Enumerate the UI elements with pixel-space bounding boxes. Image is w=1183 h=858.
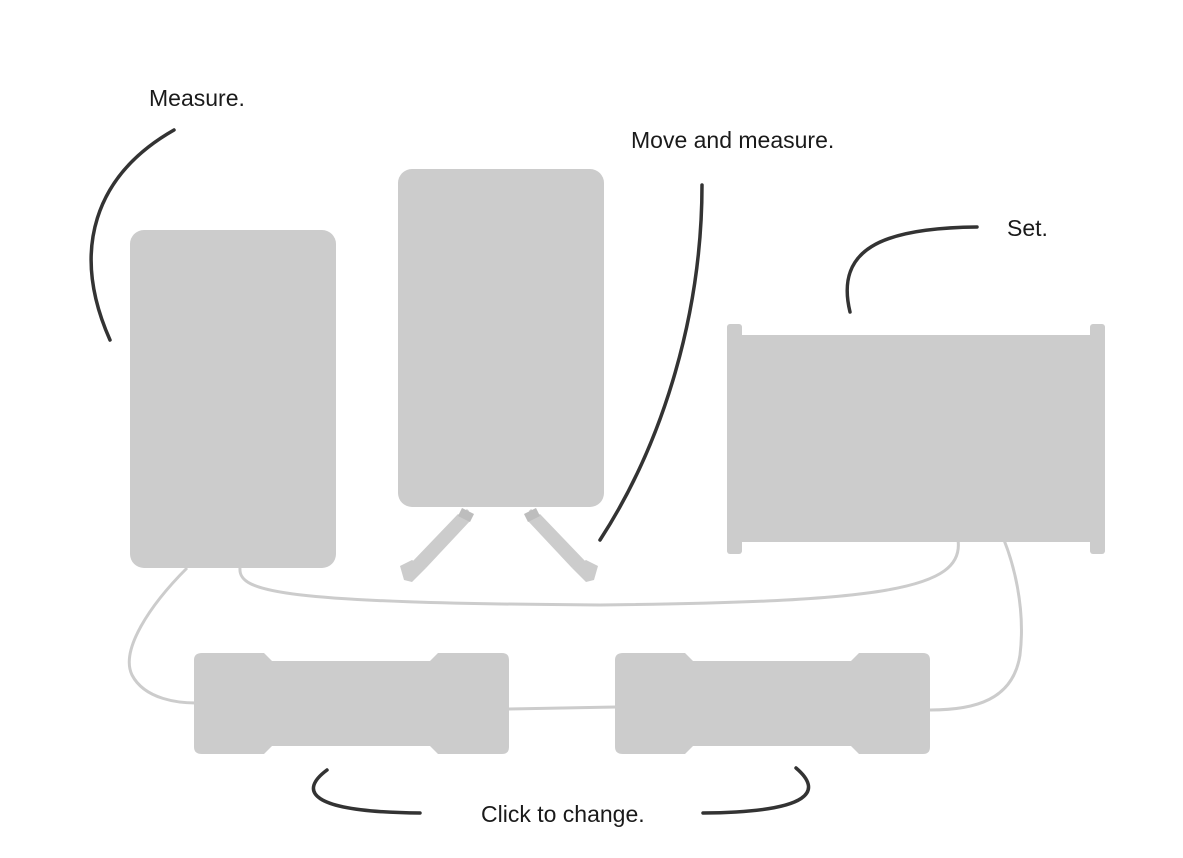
probe-left-icon[interactable] — [400, 508, 474, 582]
click-to-change-label: Click to change. — [481, 801, 645, 827]
click-to-change-pointer-left — [311, 768, 422, 815]
power-supply-device[interactable] — [727, 324, 1105, 554]
wires — [127, 539, 1023, 712]
measure-label: Measure. — [149, 85, 245, 111]
resistor-left[interactable] — [194, 653, 509, 754]
voltmeter-device[interactable] — [398, 169, 604, 507]
measure-pointer-line — [89, 128, 176, 342]
ammeter-device[interactable] — [130, 230, 336, 568]
wire-between-resistors — [508, 705, 617, 711]
voltmeter-with-probes[interactable] — [398, 169, 604, 582]
wire-resistor-right-to-power-supply — [929, 539, 1023, 712]
resistor-right[interactable] — [615, 653, 930, 754]
move-and-measure-label: Move and measure. — [631, 127, 835, 153]
set-pointer-line — [845, 225, 979, 314]
click-to-change-pointer-right — [701, 766, 811, 815]
move-and-measure-pointer-line — [598, 183, 704, 542]
wire-meter-to-power-supply — [238, 539, 960, 607]
set-label: Set. — [1007, 215, 1048, 241]
wire-meter-to-resistor-left — [127, 566, 197, 705]
probe-right-icon[interactable] — [524, 508, 598, 582]
callout-lines — [89, 128, 979, 815]
